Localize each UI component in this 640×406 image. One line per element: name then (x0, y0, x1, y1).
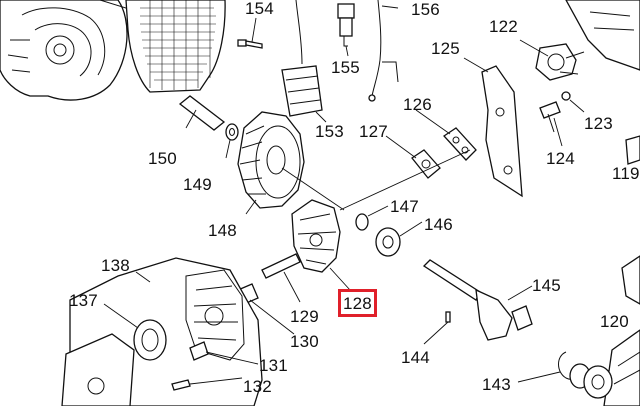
label-154: 154 (245, 0, 274, 18)
label-144: 144 (401, 348, 430, 367)
part-156-lead-wire (368, 0, 399, 102)
part-129-shaft (261, 253, 301, 303)
part-145-crankshaft (422, 259, 533, 341)
label-119: 119 (612, 164, 640, 183)
label-123: 123 (584, 114, 613, 133)
part-125-cover-plate (463, 57, 523, 198)
lower-flange (61, 333, 135, 406)
part-119-fragment (625, 135, 640, 165)
label-149: 149 (183, 175, 212, 194)
part-120-housing (603, 255, 640, 406)
label-122: 122 (489, 17, 518, 36)
part-150-pin (178, 95, 226, 131)
part-143-circlip (517, 351, 613, 399)
part-123-washer (561, 91, 585, 113)
label-120: 120 (600, 312, 629, 331)
starter-grille (125, 0, 226, 93)
label-143: 143 (482, 375, 511, 394)
part-137-seal (103, 303, 167, 361)
label-147: 147 (390, 197, 419, 216)
part-126-insulator (415, 109, 477, 161)
part-121-plate (565, 0, 640, 71)
part-153-ignition-coil (281, 0, 327, 123)
part-154-screw (237, 17, 263, 49)
label-126: 126 (403, 95, 432, 114)
label-130: 130 (290, 332, 319, 351)
label-124: 124 (546, 149, 575, 168)
part-148-flywheel (237, 111, 345, 215)
part-146-bearing (375, 221, 423, 257)
label-153: 153 (315, 122, 344, 141)
label-138: 138 (101, 256, 130, 275)
label-145: 145 (532, 276, 561, 295)
part-147-washer (355, 205, 389, 231)
label-128-highlighted: 128 (338, 289, 377, 317)
part-124-bolt (539, 101, 563, 147)
part-144-pin (423, 311, 451, 345)
label-129: 129 (290, 307, 319, 326)
part-132-screw (171, 377, 243, 391)
label-150: 150 (148, 149, 177, 168)
label-156: 156 (411, 0, 440, 19)
part-149-washer (225, 123, 239, 159)
label-132: 132 (243, 377, 272, 396)
part-131-pin (189, 341, 259, 365)
label-125: 125 (431, 39, 460, 58)
label-148: 148 (208, 221, 237, 240)
label-146: 146 (424, 215, 453, 234)
engine-housing (0, 0, 135, 101)
label-137: 137 (69, 291, 98, 310)
part-122-bracket (519, 39, 585, 81)
label-155: 155 (331, 58, 360, 77)
label-127: 127 (359, 122, 388, 141)
part-155-spark-plug (337, 3, 355, 57)
part-128-assembly (291, 199, 351, 291)
part-127-gasket (385, 135, 441, 179)
label-131: 131 (259, 356, 288, 375)
